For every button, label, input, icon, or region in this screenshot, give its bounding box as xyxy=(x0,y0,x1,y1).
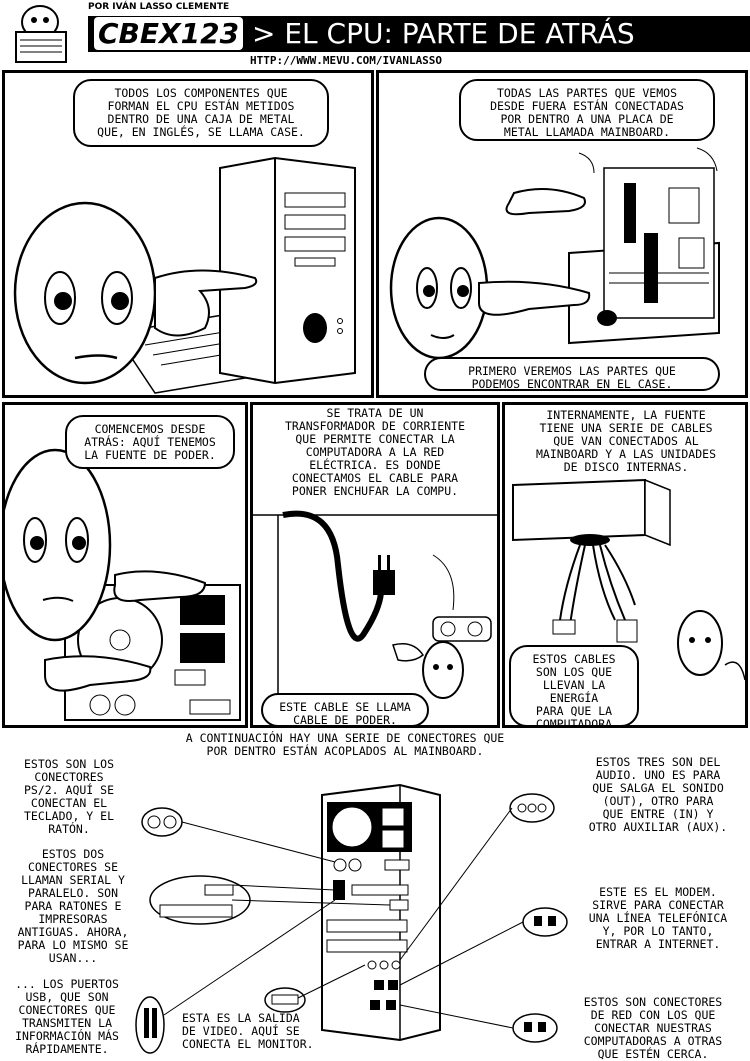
title-text: > EL CPU: PARTE DE ATRÁS xyxy=(251,17,635,50)
header-url[interactable]: HTTP://WWW.MEVU.COM/IVANLASSO xyxy=(250,54,443,67)
speech-bubble-3: COMENCEMOS DESDE ATRÁS: AQUÍ TENEMOS LA … xyxy=(65,415,235,469)
comic-panel-4: SE TRATA DE UN TRANSFORMADOR DE CORRIENT… xyxy=(250,402,500,728)
power-cable-illustration xyxy=(253,510,497,725)
comic-panel-2: TODAS LAS PARTES QUE VEMOS DESDE FUERA E… xyxy=(376,70,748,398)
comic-panel-3: COMENCEMOS DESDE ATRÁS: AQUÍ TENEMOS LA … xyxy=(2,402,248,728)
page-title: CBEX123 > EL CPU: PARTE DE ATRÁS xyxy=(88,16,750,52)
power-supply-illustration xyxy=(5,448,241,721)
rear-case-diagram xyxy=(135,783,568,1054)
psu-cables-illustration xyxy=(512,478,745,681)
caption-5-top: INTERNAMENTE, LA FUENTE TIENE UNA SERIE … xyxy=(535,408,716,474)
comic-panel-5: INTERNAMENTE, LA FUENTE TIENE UNA SERIE … xyxy=(502,402,748,728)
speech-bubble-4-bottom: ESTE CABLE SE LLAMA CABLE DE PODER. xyxy=(261,693,429,725)
network-note: ESTOS SON CONECTORES DE RED CON LOS QUE … xyxy=(583,995,723,1061)
comic-panel-1: TODOS LOS COMPONENTES QUE FORMAN EL CPU … xyxy=(2,70,374,398)
serial-parallel-note: ESTOS DOS CONECTORES SE LLAMAN SERIAL Y … xyxy=(17,847,129,965)
modem-note: ESTE ES EL MODEM. SIRVE PARA CONECTAR UN… xyxy=(588,885,728,951)
video-note: ESTA ES LA SALIDA DE VIDEO. AQUÍ SE CONE… xyxy=(182,1011,314,1051)
speech-bubble-2-bottom: PRIMERO VEREMOS LAS PARTES QUE PODEMOS E… xyxy=(424,357,720,391)
speech-bubble-5-bottom: ESTOS CABLES SON LOS QUE LLEVAN LA ENERG… xyxy=(509,645,639,725)
caption-4-top: SE TRATA DE UN TRANSFORMADOR DE CORRIENT… xyxy=(284,406,465,498)
speech-bubble-2-top: TODAS LAS PARTES QUE VEMOS DESDE FUERA E… xyxy=(459,79,715,141)
mascot-logo-icon xyxy=(15,5,67,63)
logo-text: CBEX123 xyxy=(94,17,244,50)
cpu-case-illustration xyxy=(13,156,356,394)
author-credit: POR IVÁN LASSO CLEMENTE xyxy=(88,2,230,12)
mainboard-illustration xyxy=(389,147,720,360)
speech-bubble-1: TODOS LOS COMPONENTES QUE FORMAN EL CPU … xyxy=(73,79,329,147)
audio-note: ESTOS TRES SON DEL AUDIO. UNO ES PARA QU… xyxy=(588,755,728,834)
ps2-note: ESTOS SON LOS CONECTORES PS/2. AQUÍ SE C… xyxy=(23,757,114,836)
usb-note: ... LOS PUERTOS USB, QUE SON CONECTORES … xyxy=(15,977,119,1056)
connectors-intro: A CONTINUACIÓN HAY UNA SERIE DE CONECTOR… xyxy=(185,731,505,758)
